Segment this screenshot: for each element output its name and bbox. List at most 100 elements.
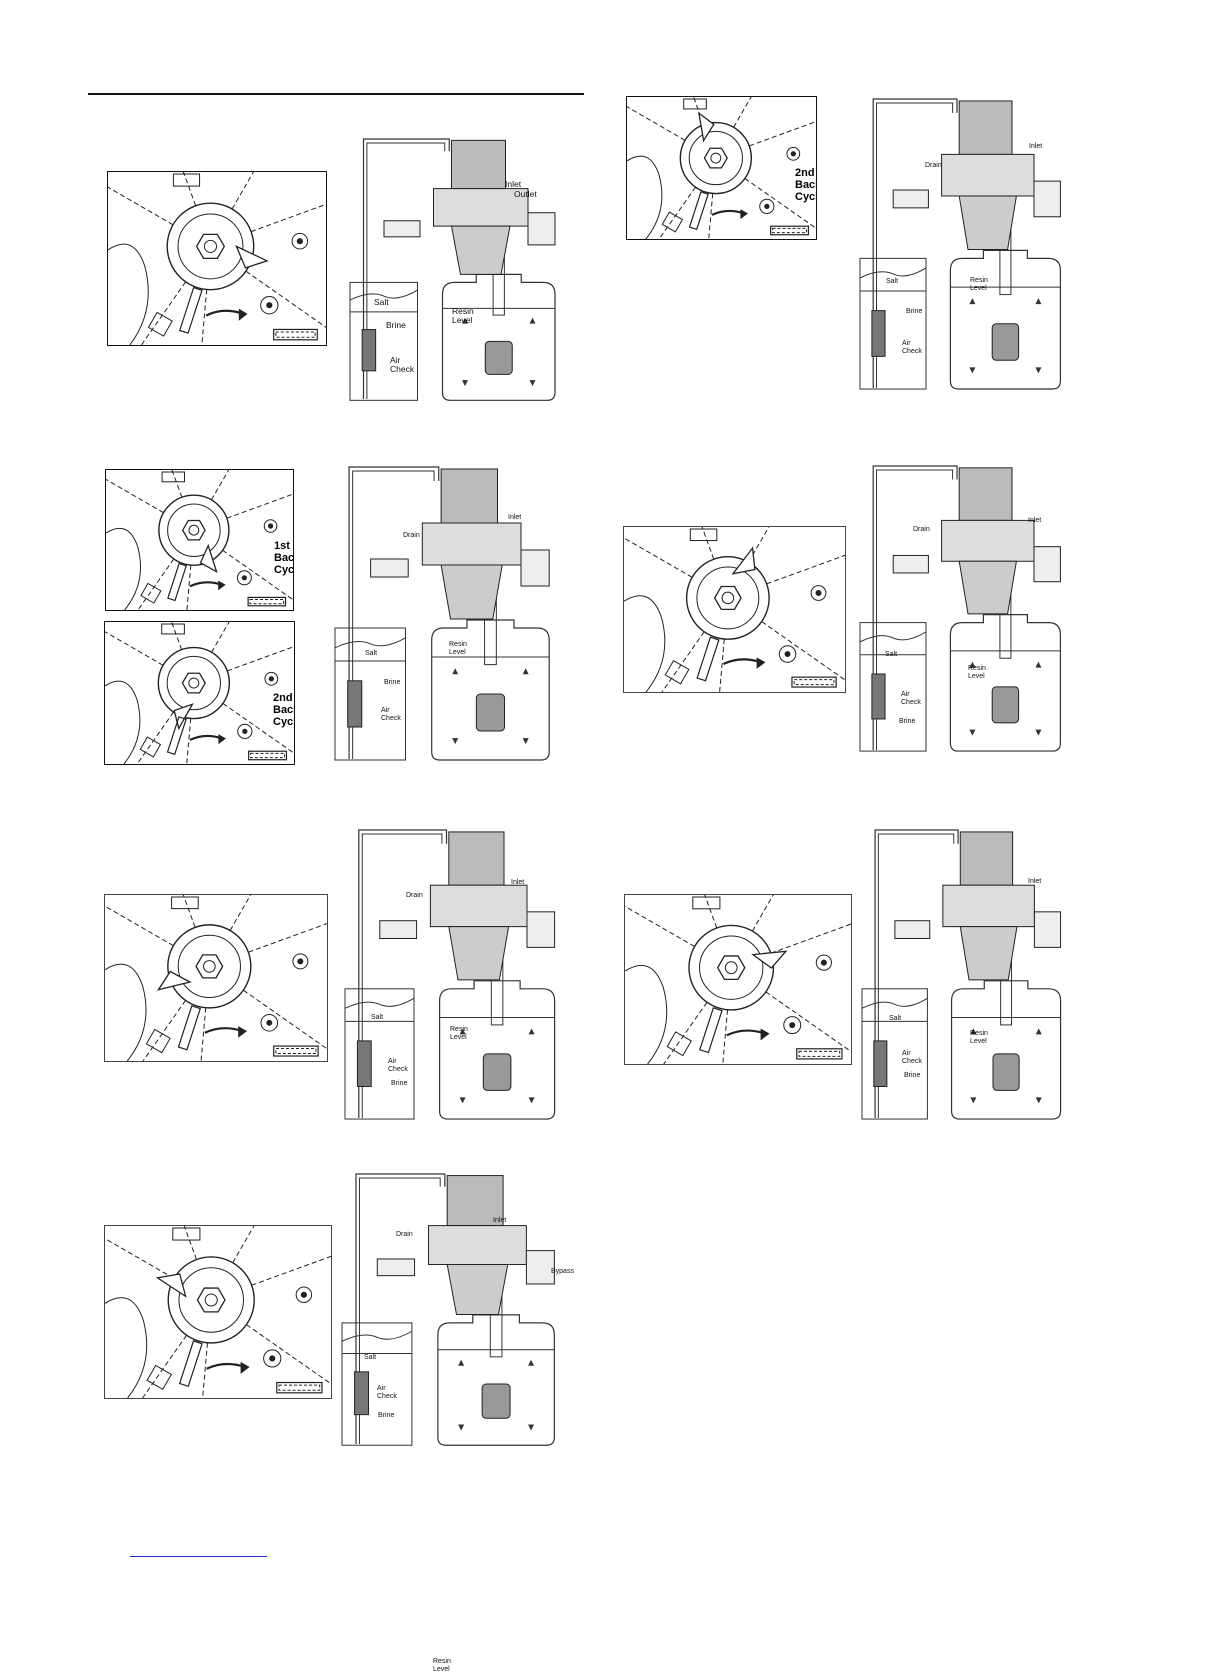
panel-caption: 2nd Backwash Cycle bbox=[273, 692, 294, 728]
flow-arrow bbox=[1035, 367, 1042, 374]
spoke-line bbox=[140, 281, 187, 345]
slot bbox=[770, 225, 810, 236]
spoke-line bbox=[183, 1226, 197, 1260]
label-air-check: Air Check bbox=[377, 1385, 397, 1400]
flow-arrow bbox=[528, 1424, 535, 1431]
timer-drawing bbox=[105, 895, 327, 1061]
knob bbox=[810, 585, 827, 601]
clip bbox=[689, 528, 718, 542]
spoke-line bbox=[744, 178, 816, 229]
label-drain: Drain bbox=[913, 526, 930, 533]
timer-drawing bbox=[625, 895, 851, 1064]
knob-dot bbox=[300, 1291, 307, 1298]
timer-wheel bbox=[167, 1256, 255, 1344]
square-tab bbox=[147, 311, 173, 337]
slot-inner bbox=[275, 1048, 317, 1055]
flow-arrow bbox=[452, 668, 459, 675]
spoke-line bbox=[231, 172, 254, 210]
brine-tank bbox=[861, 988, 928, 1120]
label-salt: Salt bbox=[364, 1354, 377, 1361]
housing-curve bbox=[625, 965, 668, 1064]
timer-wheel-inner bbox=[688, 130, 743, 186]
brine-line-inner bbox=[361, 833, 443, 1118]
valve-neck bbox=[958, 560, 1017, 615]
flow-arrow bbox=[1035, 298, 1042, 305]
timer-panel-slow-rinse bbox=[623, 526, 846, 693]
brine-line-outer bbox=[358, 829, 448, 1118]
flow-arrow bbox=[458, 1359, 465, 1366]
knob bbox=[292, 953, 309, 970]
drain-fitting bbox=[379, 920, 418, 939]
knob bbox=[264, 671, 279, 686]
knob bbox=[260, 1014, 279, 1032]
knob-dot bbox=[297, 958, 304, 965]
clip bbox=[683, 98, 707, 110]
distributor bbox=[992, 1053, 1020, 1091]
label-salt: Salt bbox=[371, 1014, 384, 1021]
brine-line-outer bbox=[362, 138, 450, 399]
brine-tank bbox=[341, 1322, 413, 1446]
spoke-line bbox=[719, 638, 725, 692]
resin-tank bbox=[439, 980, 556, 1120]
spoke-line bbox=[201, 289, 208, 345]
square-tab bbox=[139, 736, 162, 758]
resin-tank bbox=[949, 614, 1061, 752]
timer-drawing bbox=[106, 470, 293, 610]
housing-curve bbox=[105, 963, 147, 1061]
spoke-line bbox=[229, 895, 252, 931]
knob bbox=[783, 1016, 802, 1035]
knob-dot bbox=[790, 151, 796, 157]
housing-curve bbox=[108, 243, 149, 345]
spoke-line bbox=[751, 895, 774, 932]
spoke-line bbox=[211, 622, 230, 653]
timer-panel-refill bbox=[104, 1225, 332, 1399]
spoke-line bbox=[693, 97, 705, 125]
spoke-line bbox=[227, 646, 294, 672]
valve-head-upper bbox=[958, 100, 1013, 155]
hub bbox=[724, 961, 738, 975]
salt-line bbox=[861, 997, 928, 1009]
flow-arrow bbox=[522, 668, 529, 675]
housing-curve bbox=[106, 527, 141, 610]
spoke-line bbox=[770, 923, 851, 954]
label-resin-level: Resin Level bbox=[970, 277, 988, 292]
spoke-line bbox=[222, 703, 294, 754]
slot-inner bbox=[250, 752, 286, 759]
label-brine: Brine bbox=[378, 1412, 395, 1419]
spoke-line bbox=[136, 711, 174, 764]
valve-body bbox=[942, 884, 1035, 928]
valve-body bbox=[941, 153, 1035, 197]
distributor bbox=[482, 1053, 512, 1091]
spoke-line bbox=[663, 1001, 708, 1064]
knob-dot bbox=[268, 676, 274, 682]
flow-arrow bbox=[529, 317, 536, 324]
knob-dot bbox=[764, 203, 770, 209]
label-resin-level: Resin Level bbox=[433, 1658, 451, 1673]
rotation-arrow bbox=[189, 734, 223, 741]
slot-inner bbox=[798, 1050, 841, 1057]
spoke-line bbox=[105, 1238, 175, 1279]
timer-panel-brine-draw bbox=[104, 894, 328, 1062]
drive-rod bbox=[166, 716, 187, 756]
knob bbox=[263, 1349, 282, 1368]
spoke-line bbox=[245, 270, 326, 328]
slot-inner bbox=[793, 679, 835, 686]
knob-dot bbox=[242, 728, 248, 734]
timer-wheel bbox=[679, 121, 753, 195]
bypass-fitting bbox=[1033, 911, 1062, 948]
drive-rod bbox=[178, 1340, 203, 1388]
drain-fitting bbox=[376, 1258, 416, 1277]
valve-drawing bbox=[859, 98, 1061, 390]
spoke-line bbox=[251, 1255, 331, 1286]
brine-line-inner bbox=[358, 1177, 441, 1444]
timer-panel-service bbox=[107, 171, 327, 346]
flow-arrow bbox=[1035, 729, 1042, 736]
label-brine: Brine bbox=[899, 718, 916, 725]
label-salt: Salt bbox=[885, 651, 898, 658]
valve-diagram-slow-rinse: Drain Inlet Salt Brine Resin Level Air C… bbox=[858, 462, 1078, 754]
spoke-line bbox=[226, 493, 293, 519]
panel-caption: 1st Backwash Cycle bbox=[274, 540, 294, 576]
rotation-arrow bbox=[204, 1027, 243, 1034]
timer-drawing bbox=[627, 97, 816, 239]
flow-arrow bbox=[459, 1028, 466, 1035]
